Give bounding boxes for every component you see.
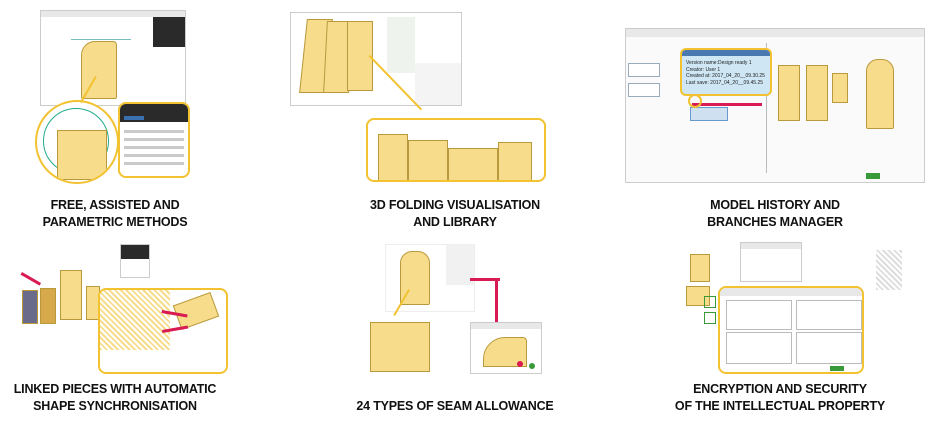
version-tooltip: Version name:Design ready 1 Creator: Use… [680,48,772,96]
linked-zoom-box [98,288,228,374]
lock-icon [704,312,716,324]
folding-screenshot [290,12,462,106]
feature-caption-line: 3D FOLDING VISUALISATION [370,198,540,212]
feature-caption-line: LINKED PIECES WITH AUTOMATIC [13,382,217,396]
feature-caption-line: AND LIBRARY [413,215,497,229]
drafting-screenshot [40,10,186,106]
tooltip-last-save: Last save: 2017_04_20__09.45.25 [686,79,764,86]
feature-caption-line: 24 TYPES OF SEAM ALLOWANCE [356,399,554,413]
feature-caption-line: ENCRYPTION AND SECURITY [693,382,867,396]
feature-caption-line: PARAMETRIC METHODS [42,215,188,229]
feature-caption-line: SHAPE SYNCHRONISATION [33,399,197,413]
security-screenshot [740,242,802,282]
lock-icon [704,296,716,308]
parameters-panel [118,102,190,178]
folding-zoom-box [366,118,546,182]
tooltip-version-name: Version name:Design ready 1 [686,60,752,66]
history-screenshot [625,28,925,183]
tooltip-created-at: Created at: 2017_04_20__09.30.25 [686,73,765,79]
feature-caption-line: FREE, ASSISTED AND [50,198,180,212]
tooltip-creator: Creator: User 1 [686,66,721,73]
feature-caption-line: OF THE INTELLECTUAL PROPERTY [674,399,886,413]
history-node-highlight [688,94,702,108]
permissions-dialog [718,286,864,374]
feature-caption-line: MODEL HISTORY AND [710,198,840,212]
seam-screenshot [385,244,475,312]
seam-detail-window [470,322,542,374]
linked-screenshot [120,244,150,278]
feature-caption-line: BRANCHES MANAGER [707,215,843,229]
zoom-circle [35,100,119,184]
